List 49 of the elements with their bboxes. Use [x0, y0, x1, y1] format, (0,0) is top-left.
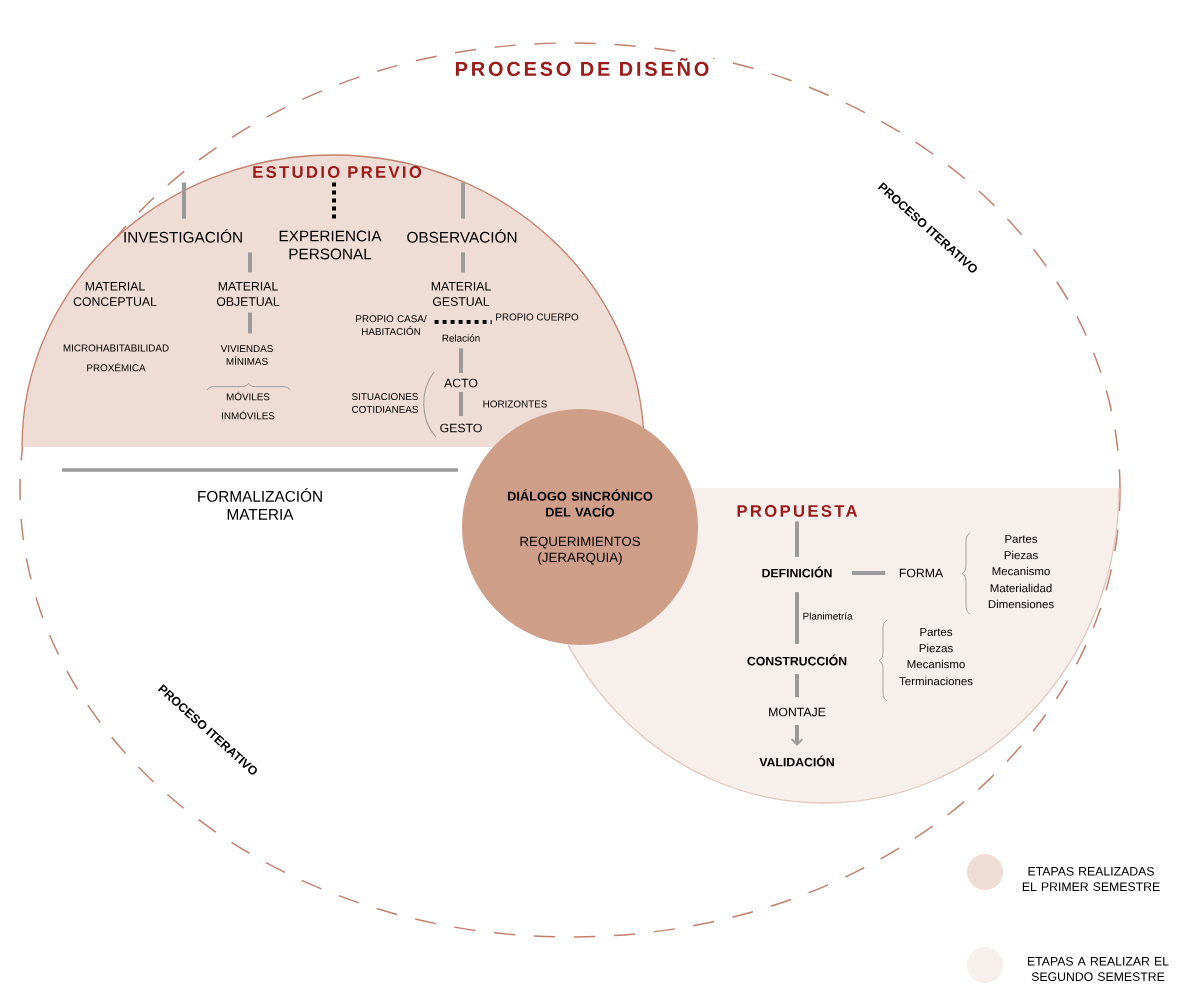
connector — [248, 252, 252, 273]
list-item: Partes — [1005, 535, 1038, 543]
node-label: PROPIO CUERPO — [496, 313, 579, 321]
connector — [795, 592, 799, 644]
node-label: OBSERVACIÓN — [407, 229, 517, 243]
list-item: Partes — [920, 628, 953, 636]
legend-text: ETAPAS A REALIZAR EL SEGUNDO SEMESTRE — [1028, 957, 1169, 981]
node-label: CONSTRUCCIÓN — [747, 654, 847, 666]
connector — [852, 571, 886, 575]
node-label: MONTAJE — [769, 707, 826, 717]
list-item: Terminaciones — [899, 676, 973, 686]
text-label: MICROHABITABILIDAD — [63, 344, 169, 352]
connector — [459, 391, 463, 417]
text-label: MATERIAL CONCEPTUAL — [73, 282, 157, 306]
node-label: ACTO — [444, 378, 478, 388]
node-label: INVESTIGACIÓN — [124, 229, 242, 243]
connector — [795, 521, 799, 557]
list-item: Mecanismo — [907, 659, 965, 669]
list-item: Mecanismo — [992, 566, 1050, 576]
title: PROCESO DE DISEÑO — [450, 54, 714, 80]
list-item: Piezas — [1004, 550, 1038, 560]
connector — [248, 312, 252, 334]
connector — [182, 182, 186, 219]
legend-text: ETAPAS REALIZADAS EL PRIMER SEMESTRE — [1022, 867, 1160, 891]
connector — [461, 182, 465, 219]
connector — [434, 320, 492, 324]
text-label: MÓVILES — [226, 391, 270, 401]
node-label: VALIDACIÓN — [759, 755, 834, 767]
text-label: FORMALIZACIÓN MATERIA — [198, 488, 322, 520]
connector — [461, 252, 465, 273]
connector — [790, 724, 804, 746]
connector — [332, 182, 336, 221]
text-label: PROXÉMICA — [87, 362, 146, 372]
connector — [459, 348, 463, 374]
text-label: INMÓVILES — [222, 410, 275, 420]
connector — [795, 674, 799, 698]
node-label: FORMA — [899, 568, 944, 578]
node-label: VIVIENDAS MÍNIMAS — [220, 345, 273, 365]
text-label: SITUACIONES COTIDIANEAS — [352, 393, 418, 413]
node-label: PROPIO CASA/ HABITACIÓN — [356, 314, 427, 336]
node-label: Relación — [442, 334, 480, 342]
list-item: Piezas — [919, 643, 953, 653]
node-label: DEFINICIÓN — [762, 566, 832, 578]
edge-label: Planimetría — [803, 612, 853, 620]
list-item: Dimensiones — [988, 599, 1054, 609]
node-label: EXPERIENCIA PERSONAL — [279, 230, 382, 260]
node-label: MATERIAL GESTUAL — [431, 282, 491, 306]
node-label: MATERIAL OBJETUAL — [216, 282, 280, 306]
list-item: Materialidad — [990, 583, 1052, 593]
